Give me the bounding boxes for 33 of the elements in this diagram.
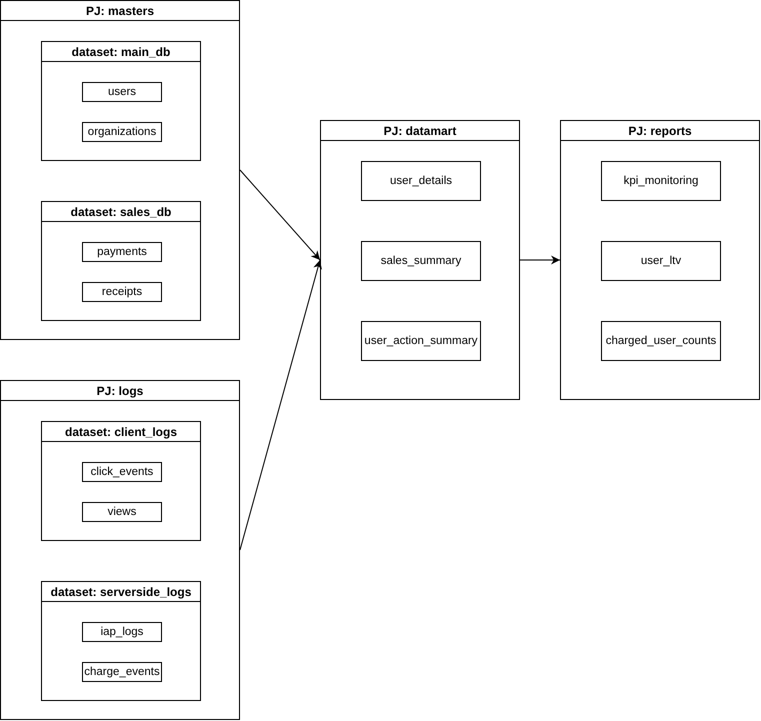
- group-title: dataset: client_logs: [64, 424, 178, 438]
- group-container: [41, 581, 201, 701]
- group-title: PJ: logs: [96, 384, 144, 398]
- group-title: PJ: reports: [628, 124, 692, 138]
- arrow: [240, 170, 320, 260]
- table-box: receipts: [82, 282, 162, 302]
- group-container: [0, 380, 240, 720]
- group-container: [41, 421, 201, 541]
- group-container: [560, 120, 760, 400]
- table-box: user_action_summary: [361, 321, 481, 361]
- table-box: charge_events: [82, 662, 162, 682]
- table-box: organizations: [82, 122, 162, 142]
- table-box: user_details: [361, 161, 481, 201]
- group-title: dataset: serverside_logs: [50, 584, 192, 598]
- arrow: [520, 256, 560, 264]
- table-box: click_events: [82, 462, 162, 482]
- group-container: [41, 41, 201, 161]
- table-box: charged_user_counts: [601, 321, 721, 361]
- table-box: sales_summary: [361, 241, 481, 281]
- table-box: kpi_monitoring: [601, 161, 721, 201]
- group-title: PJ: datamart: [384, 124, 456, 138]
- group-container: [0, 0, 240, 340]
- group-title: PJ: masters: [86, 4, 154, 18]
- table-box: views: [82, 502, 162, 522]
- arrow: [240, 260, 322, 550]
- table-box: iap_logs: [82, 622, 162, 642]
- table-box: payments: [82, 242, 162, 262]
- group-title: dataset: sales_db: [70, 204, 172, 218]
- group-container: [41, 201, 201, 321]
- group-container: [320, 120, 520, 400]
- table-box: users: [82, 82, 162, 102]
- group-title: dataset: main_db: [72, 44, 170, 58]
- table-box: user_ltv: [601, 241, 721, 281]
